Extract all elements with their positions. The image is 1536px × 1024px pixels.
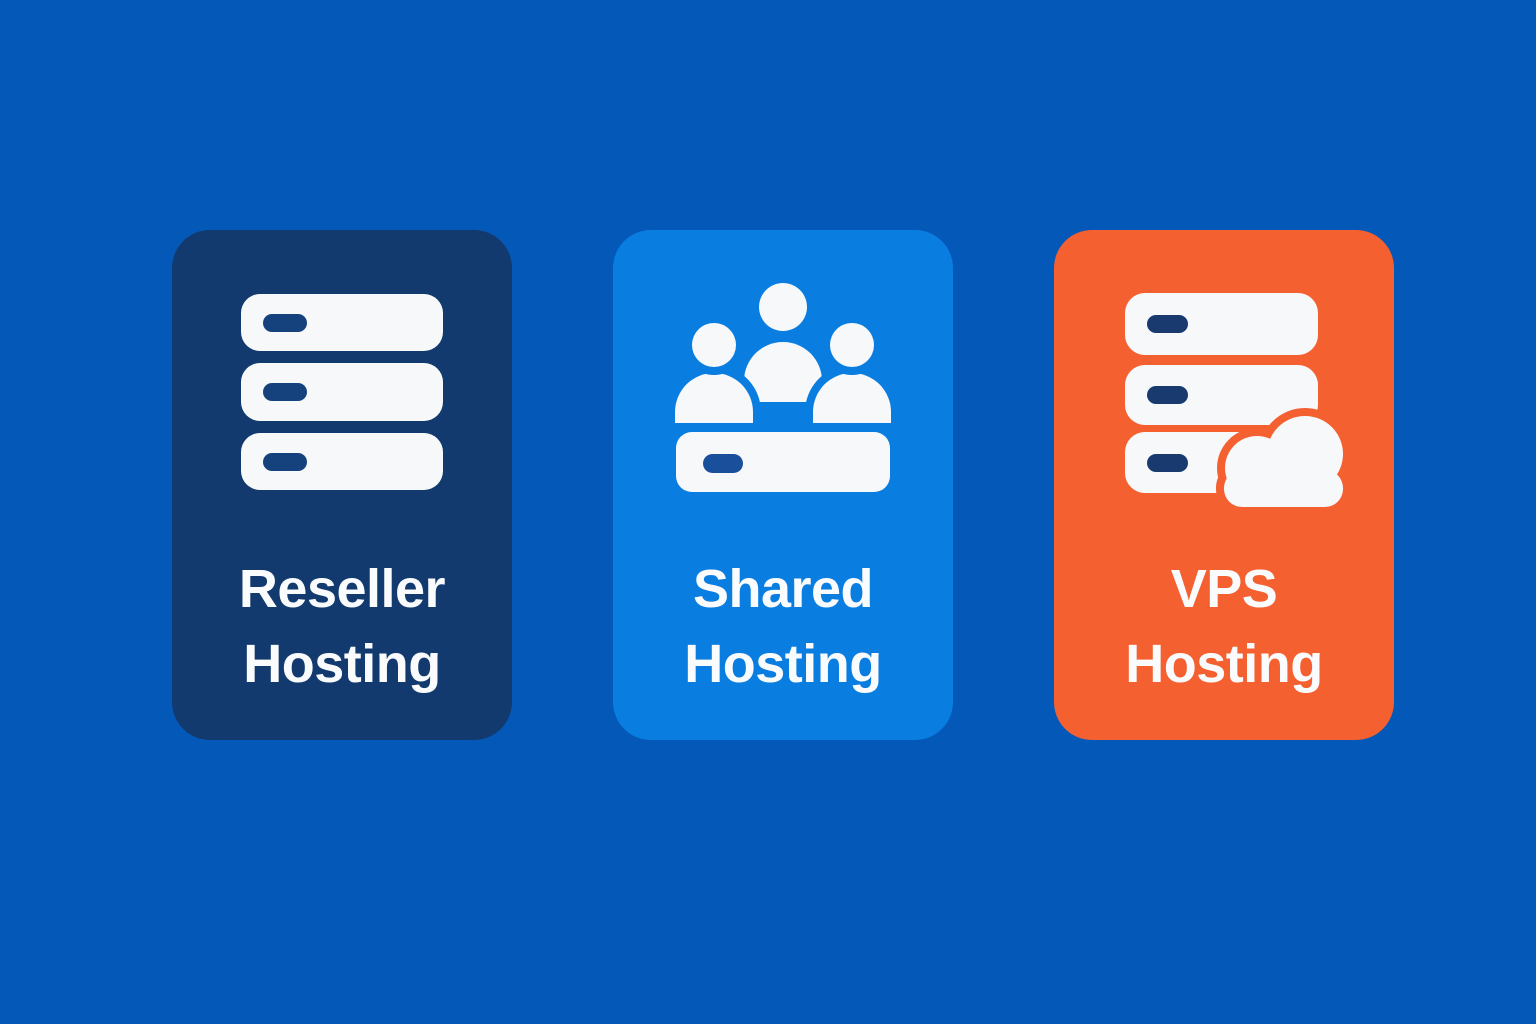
vps-hosting-card[interactable]: VPS Hosting: [1054, 230, 1394, 740]
card-title-line1: Shared: [692, 559, 874, 619]
card-title-line2: Hosting: [243, 634, 441, 694]
cloud-icon: [1224, 416, 1343, 507]
card-title: VPS Hosting: [1054, 552, 1394, 702]
users-group-server-icon: [667, 275, 899, 500]
server-cloud-icon: [1125, 293, 1351, 515]
card-title-line2: Hosting: [1125, 634, 1323, 694]
card-title-line1: Reseller: [238, 559, 446, 619]
card-title-line1: VPS: [1170, 559, 1278, 619]
card-title: Reseller Hosting: [172, 552, 512, 702]
shared-hosting-card[interactable]: Shared Hosting: [613, 230, 953, 740]
reseller-hosting-card[interactable]: Reseller Hosting: [172, 230, 512, 740]
server-stack-icon: [241, 294, 443, 490]
card-title-line2: Hosting: [684, 634, 882, 694]
card-title: Shared Hosting: [613, 552, 953, 702]
